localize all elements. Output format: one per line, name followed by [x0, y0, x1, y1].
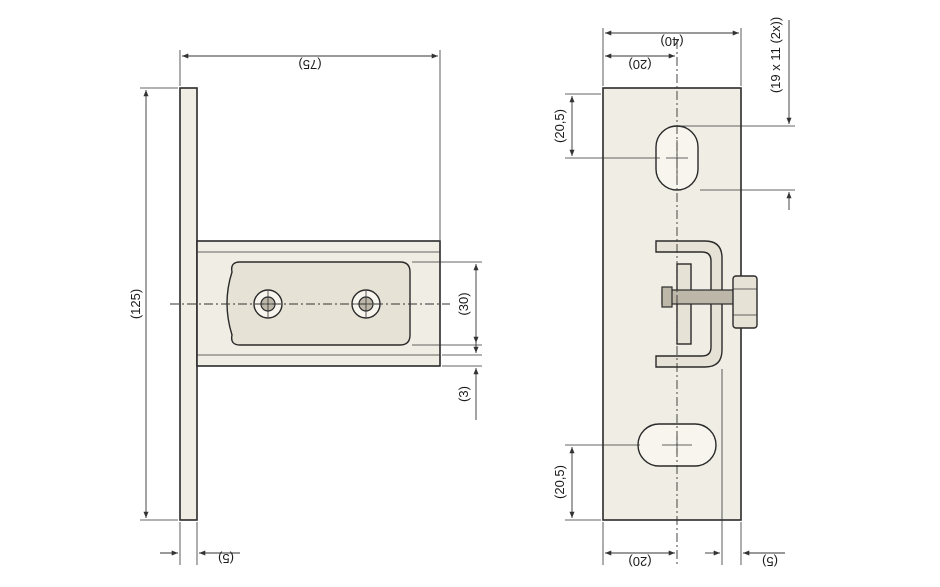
dim-label-20-5-bottom: (20,5) — [552, 465, 567, 499]
dim-label-19x11: (19 x 11 (2x)) — [768, 17, 783, 93]
dimension-5-left: (5) — [160, 522, 240, 566]
dim-label-20-top: (20) — [628, 57, 651, 72]
dim-label-3: (3) — [456, 386, 471, 402]
dim-label-20-5-top: (20,5) — [552, 109, 567, 143]
dimension-20-5-bottom: (20,5) — [552, 444, 640, 521]
nut — [732, 275, 758, 329]
dimension-20-bottom: (20) — [602, 522, 675, 569]
dimension-125: (125) — [128, 87, 178, 521]
clamp-bracket — [655, 240, 723, 368]
front-view — [602, 40, 758, 565]
dim-label-5-left: (5) — [218, 551, 234, 566]
dimension-30: (30) — [412, 261, 482, 346]
dimension-20-5-top: (20,5) — [552, 93, 660, 159]
dimension-3: (3) — [442, 340, 482, 420]
clamp-plate — [226, 261, 411, 346]
bolt-end — [661, 286, 673, 308]
dimension-19x11: (19 x 11 (2x)) — [680, 17, 795, 210]
dim-label-5-right: (5) — [762, 554, 778, 569]
bolt-shaft — [661, 289, 741, 305]
dim-label-75: (75) — [298, 57, 321, 72]
side-view — [170, 87, 450, 521]
dimension-20-top: (20) — [605, 53, 675, 72]
dimension-40: (40) — [602, 28, 742, 86]
dim-label-20-bottom: (20) — [628, 554, 651, 569]
dim-label-40: (40) — [660, 34, 683, 49]
dimension-5-right: (5) — [705, 369, 785, 569]
dim-label-30: (30) — [456, 292, 471, 315]
dimension-75: (75) — [179, 50, 441, 240]
dim-label-125: (125) — [128, 289, 143, 319]
